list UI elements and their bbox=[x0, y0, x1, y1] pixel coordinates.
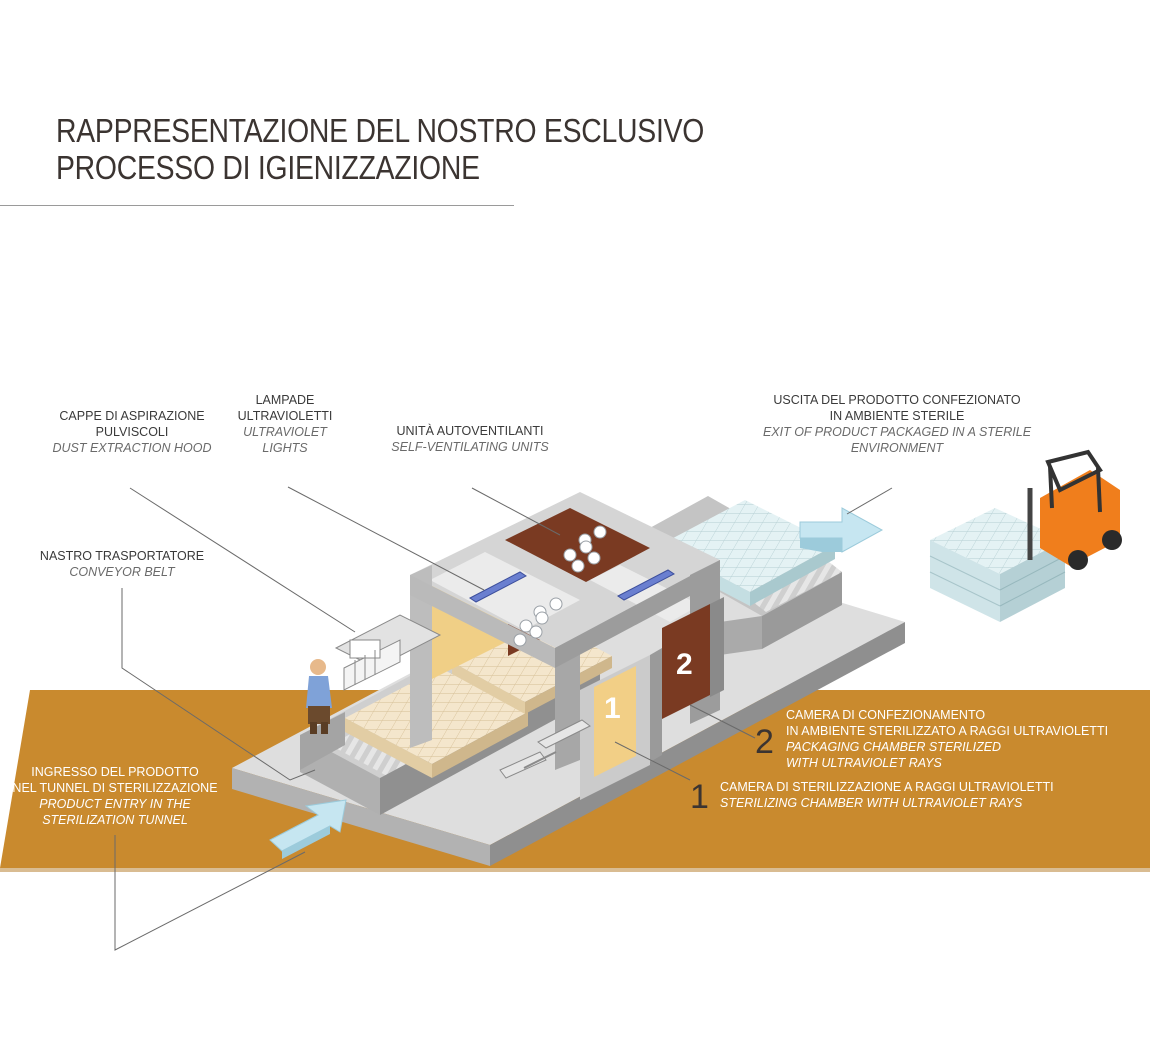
label-conveyor-belt: NASTRO TRASPORTATORE CONVEYOR BELT bbox=[39, 549, 205, 579]
label-product-entry: INGRESSO DEL PRODOTTO NEL TUNNEL DI STER… bbox=[12, 765, 218, 827]
door-chamber-1 bbox=[594, 666, 636, 777]
leader-uv bbox=[287, 486, 485, 591]
title-line-1: RAPPRESENTAZIONE DEL NOSTRO ESCLUSIVO bbox=[56, 112, 705, 149]
leader-hood bbox=[129, 487, 356, 633]
product-lifter bbox=[499, 719, 591, 779]
door-number-1: 1 bbox=[604, 692, 621, 725]
leader-exit bbox=[846, 487, 893, 515]
label-ultraviolet-lamps: LAMPADE ULTRAVIOLETTI ULTRAVIOLET LIGHTS bbox=[237, 393, 333, 455]
leader-entry bbox=[114, 835, 306, 951]
page-title: RAPPRESENTAZIONE DEL NOSTRO ESCLUSIVO PR… bbox=[56, 112, 704, 186]
forklift bbox=[1027, 449, 1122, 570]
mattress-entering bbox=[345, 668, 528, 778]
label-packaging-chamber: CAMERA DI CONFEZIONAMENTO IN AMBIENTE ST… bbox=[786, 708, 1109, 770]
leader-vent bbox=[471, 487, 561, 536]
door-chamber-2 bbox=[662, 604, 710, 719]
ultraviolet-lamps bbox=[469, 569, 675, 603]
ground-band-shade bbox=[0, 868, 1150, 872]
chamber-2-number: 2 bbox=[755, 723, 774, 761]
label-exit-product: USCITA DEL PRODOTTO CONFEZIONATO IN AMBI… bbox=[762, 393, 1032, 455]
sterilizing-chamber bbox=[410, 492, 720, 770]
chamber-1-number: 1 bbox=[690, 778, 709, 816]
title-divider bbox=[0, 205, 514, 206]
leader-lines bbox=[114, 486, 893, 951]
title-line-2: PROCESSO DI IGIENIZZAZIONE bbox=[56, 149, 480, 186]
leader-chamber1 bbox=[614, 741, 691, 781]
door-number-2: 2 bbox=[676, 648, 693, 681]
chamber-front bbox=[580, 597, 724, 800]
label-sterilizing-chamber: CAMERA DI STERILIZZAZIONE A RAGGI ULTRAV… bbox=[720, 780, 1054, 810]
label-self-ventilating-units: UNITÀ AUTOVENTILANTI SELF-VENTILATING UN… bbox=[391, 424, 549, 454]
leader-belt bbox=[121, 588, 316, 781]
dust-extraction-hood bbox=[334, 614, 442, 691]
entry-arrow bbox=[269, 799, 347, 859]
exit-arrow bbox=[799, 507, 884, 553]
operator-figure bbox=[306, 659, 332, 734]
self-ventilating-units bbox=[513, 525, 607, 647]
leader-chamber2 bbox=[689, 704, 756, 739]
label-dust-extraction-hood: CAPPE DI ASPIRAZIONE PULVISCOLI DUST EXT… bbox=[52, 409, 212, 455]
